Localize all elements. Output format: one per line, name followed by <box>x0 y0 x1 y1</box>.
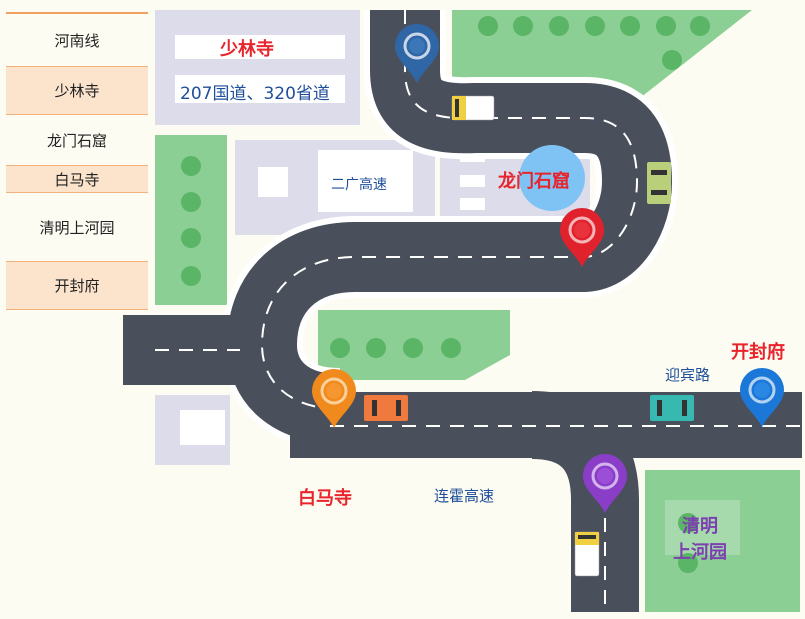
menu-item-kaifeng[interactable]: 开封府 <box>6 261 148 310</box>
label-box-erguang <box>318 150 413 212</box>
menu-item-baima[interactable]: 白马寺 <box>6 165 148 193</box>
map-pin-icon[interactable] <box>560 208 604 267</box>
label-erguang: 二广高速 <box>331 177 387 193</box>
label-lianhuo: 连霍高速 <box>434 487 495 505</box>
label-baima: 白马寺 <box>298 488 352 509</box>
trees <box>181 16 710 573</box>
menu-item-longmen[interactable]: 龙门石窟 <box>46 131 107 150</box>
menu-item-qingming[interactable]: 清明上河园 <box>39 218 115 237</box>
building <box>258 167 288 197</box>
label-yingbin: 迎宾路 <box>665 366 711 384</box>
map-pin-icon[interactable] <box>312 369 356 428</box>
menu-item-shaolin[interactable]: 少林寺 <box>6 66 148 115</box>
map-pin-icon[interactable] <box>583 454 627 513</box>
menu-title[interactable]: 河南线 <box>6 12 148 66</box>
vehicle-truck-top <box>451 95 495 121</box>
vehicle-bus-right <box>647 162 671 204</box>
label-road-207: 207国道、320省道 <box>180 84 330 104</box>
label-kaifeng: 开封府 <box>731 342 785 363</box>
park-inner <box>665 500 740 555</box>
block-shaolin <box>155 10 360 125</box>
building <box>460 175 485 187</box>
building <box>180 410 225 445</box>
vehicle-truck-south <box>574 531 600 577</box>
vehicle-car-orange <box>364 395 408 421</box>
label-qingming-2: 上河园 <box>673 542 727 563</box>
road-south <box>530 391 639 612</box>
map-pin-icon[interactable] <box>395 24 439 83</box>
vehicle-car-teal <box>650 395 694 421</box>
longmen-circle <box>519 145 585 211</box>
route-menu: 河南线 少林寺 龙门石窟 白马寺 清明上河园 开封府 <box>6 12 148 310</box>
label-shaolin: 少林寺 <box>220 39 274 60</box>
label-longmen: 龙门石窟 <box>498 171 570 192</box>
label-qingming-1: 清明 <box>682 516 718 537</box>
label-box-road-207 <box>175 75 345 103</box>
map-pin-icon[interactable] <box>740 368 784 427</box>
label-box-shaolin <box>175 35 345 59</box>
building <box>460 198 485 210</box>
